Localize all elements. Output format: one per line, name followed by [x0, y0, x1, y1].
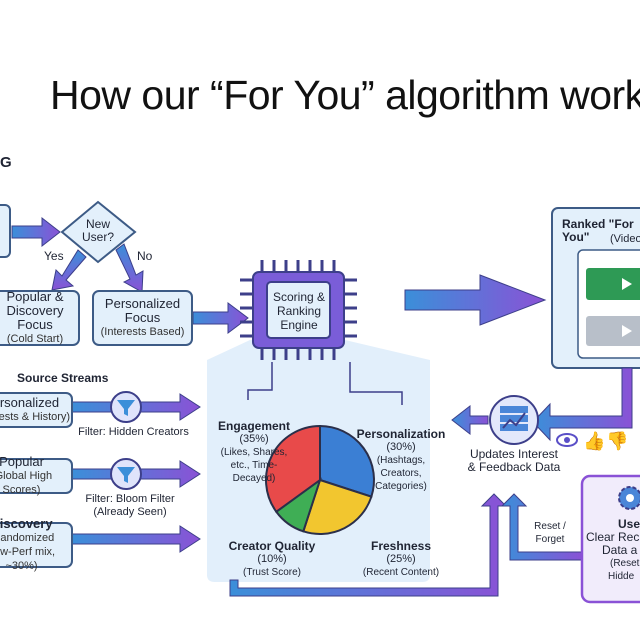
thumbs-up-icon: 👍	[583, 430, 605, 451]
arrow-to-feed	[404, 274, 547, 326]
arrow-to-engine-panel	[451, 404, 489, 436]
factor-creator-quality: Creator Quality (10%) (Trust Score)	[228, 539, 316, 579]
filter-bloom: Filter: Bloom Filter (Already Seen)	[85, 493, 175, 518]
funnel-icon	[110, 458, 142, 490]
stream-popular: Popular (Global High Scores)	[0, 455, 73, 496]
decision-label: New User?	[81, 217, 114, 244]
arrow-yes	[51, 249, 87, 291]
arrow-no	[115, 243, 144, 293]
play-icon	[622, 325, 632, 337]
feed-title: Ranked "For You"	[562, 217, 634, 244]
section-label: G	[0, 154, 12, 171]
reset-label: Reset / Forget	[534, 521, 566, 545]
pie-slice-personalization	[319, 424, 375, 498]
personalized-focus-box: Personalized Focus (Interests Based)	[92, 290, 193, 346]
arrow-to-engine	[192, 302, 249, 334]
factor-freshness: Freshness (25%) (Recent Content)	[362, 539, 440, 579]
pie-slice-freshness	[302, 478, 373, 535]
thumbs-down-icon: 👎	[606, 431, 628, 451]
page-title: How our “For You” algorithm work	[50, 72, 640, 118]
stream-discovery: Discovery (Randomized Low-Perf mix, ~30%…	[0, 517, 73, 572]
stream-personalized: Personalized (Interests & History)	[0, 392, 73, 428]
feedback-label: Updates Interest & Feedback Data	[467, 447, 561, 474]
no-label: No	[137, 249, 153, 263]
video-card-stack	[577, 249, 640, 359]
gear-icon	[618, 486, 640, 510]
eye-icon	[556, 433, 578, 447]
pie-slice-engagement	[265, 424, 321, 514]
arrow-reset	[500, 493, 583, 561]
yes-label: Yes	[44, 249, 64, 263]
factor-personalization: Personalization (30%) (Hashtags, Creator…	[356, 427, 446, 493]
funnel-icon	[110, 391, 142, 423]
chip-icon	[240, 260, 357, 360]
play-icon	[622, 278, 632, 290]
arrow-stream-3	[71, 525, 201, 553]
factor-engagement: Engagement (35%) (Likes, Shares, etc., T…	[217, 419, 290, 485]
database-chart-icon	[489, 395, 539, 445]
user-box-text: User Clear Rec Data a (Reset Hidde	[586, 517, 640, 583]
start-box	[0, 204, 11, 258]
engine-label: Scoring & Ranking Engine	[272, 290, 326, 332]
weighting-pie	[265, 424, 375, 535]
decision-diamond	[60, 200, 137, 264]
arrow-bottom-loop	[229, 493, 508, 597]
cold-start-box: Popular & Discovery Focus (Cold Start)	[0, 290, 80, 346]
feed-subtitle: (Videos	[610, 233, 640, 245]
source-streams-heading: Source Streams	[17, 371, 109, 385]
arrow-to-decision	[11, 216, 61, 248]
filter-hidden-creators: Filter: Hidden Creators	[78, 426, 189, 438]
